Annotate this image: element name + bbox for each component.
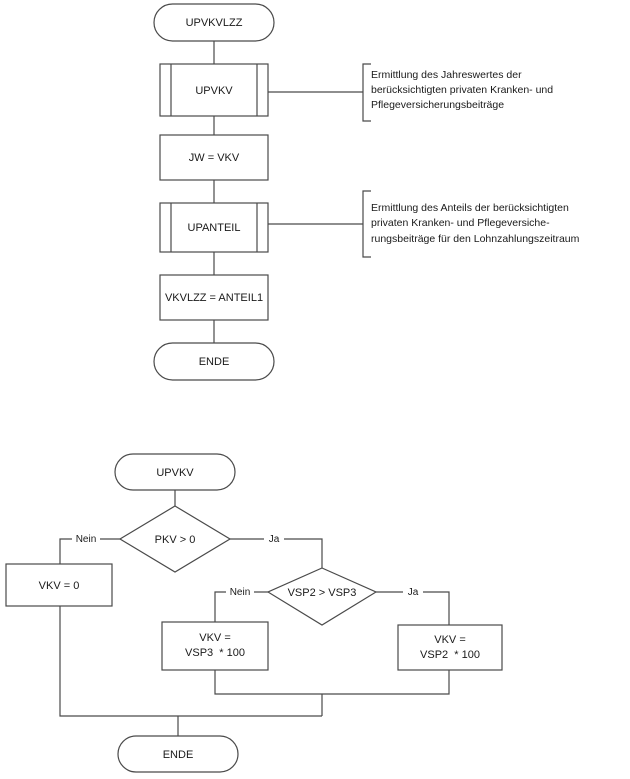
annotation-line: privaten Kranken- und Pflegeversiche- xyxy=(371,217,550,229)
subprocess-upanteil: UPANTEIL xyxy=(159,202,269,253)
process-vkv-zero-label: VKV = 0 xyxy=(39,580,80,592)
annotation-line: Ermittlung des Anteils der berücksichtig… xyxy=(371,202,569,214)
process-vkv-vsp3-line1: VKV = xyxy=(199,632,231,644)
annotation-line: berücksichtigten privaten Kranken- und xyxy=(371,84,553,96)
process-vkv-vsp3-line2: VSP3 * 100 xyxy=(185,647,245,659)
annotation-bracket xyxy=(362,63,371,122)
annotation-line: rungsbeiträge für den Lohnzahlungszeitra… xyxy=(371,233,580,245)
connector-yes-pkv xyxy=(230,538,323,568)
decision-vsp xyxy=(266,567,378,626)
end-terminal-label: ENDE xyxy=(199,356,230,368)
subprocess-upvkv-label: UPVKV xyxy=(195,85,233,97)
process-jw-label: JW = VKV xyxy=(189,152,240,164)
branch-label-yes: Ja xyxy=(269,534,280,545)
process-jw xyxy=(159,134,269,181)
process-vkv-vsp3 xyxy=(161,621,269,671)
label-background xyxy=(403,585,423,598)
process-vkv-vsp2-line1: VKV = xyxy=(434,634,466,646)
branch-label-no: Nein xyxy=(76,534,97,545)
label-background xyxy=(72,532,100,545)
decision-vsp-label: VSP2 > VSP3 xyxy=(288,587,357,599)
connector-merge-outer xyxy=(59,606,322,717)
start-terminal xyxy=(153,3,275,42)
start-terminal-label: UPVKVLZZ xyxy=(186,17,243,29)
process-vkv-vsp2 xyxy=(397,624,503,671)
annotation-bracket xyxy=(362,190,371,258)
end-terminal xyxy=(117,735,239,773)
branch-label-no: Nein xyxy=(230,587,251,598)
decision-pkv-label: PKV > 0 xyxy=(155,534,196,546)
branch-label-yes: Ja xyxy=(408,587,419,598)
subprocess-upanteil-label: UPANTEIL xyxy=(188,222,241,234)
decision-pkv xyxy=(118,505,232,573)
process-vkvlzz-label: VKVLZZ = ANTEIL1 xyxy=(165,292,263,304)
flowchart-upvkvlzz: UPVKVLZZ UPVKV JW = VKV UPANTEIL VKVLZZ … xyxy=(153,3,580,381)
start-terminal-label: UPVKV xyxy=(156,467,194,479)
annotation-upanteil: Ermittlung des Anteils der berücksichtig… xyxy=(268,190,580,258)
label-background xyxy=(264,532,284,545)
annotation-line: Ermittlung des Jahreswertes der xyxy=(371,69,522,81)
annotation-line: Pflegeversicherungsbeiträge xyxy=(371,99,504,111)
label-background xyxy=(226,585,254,598)
connector-yes-vsp xyxy=(376,591,450,625)
subprocess-box xyxy=(159,63,269,117)
annotation-upvkv: Ermittlung des Jahreswertes der berücksi… xyxy=(268,63,553,122)
end-terminal xyxy=(153,342,275,381)
flowchart-upvkv: UPVKV PKV > 0 Nein Ja VKV = 0 VSP2 > VSP… xyxy=(5,453,503,773)
start-terminal xyxy=(114,453,236,491)
end-terminal-label: ENDE xyxy=(163,749,194,761)
subprocess-box xyxy=(159,202,269,253)
process-vkv-vsp2-line2: VSP2 * 100 xyxy=(420,649,480,661)
process-vkv-zero xyxy=(5,563,113,607)
process-vkvlzz xyxy=(159,274,269,321)
subprocess-upvkv: UPVKV xyxy=(159,63,269,117)
connector-merge-inner xyxy=(214,670,450,695)
